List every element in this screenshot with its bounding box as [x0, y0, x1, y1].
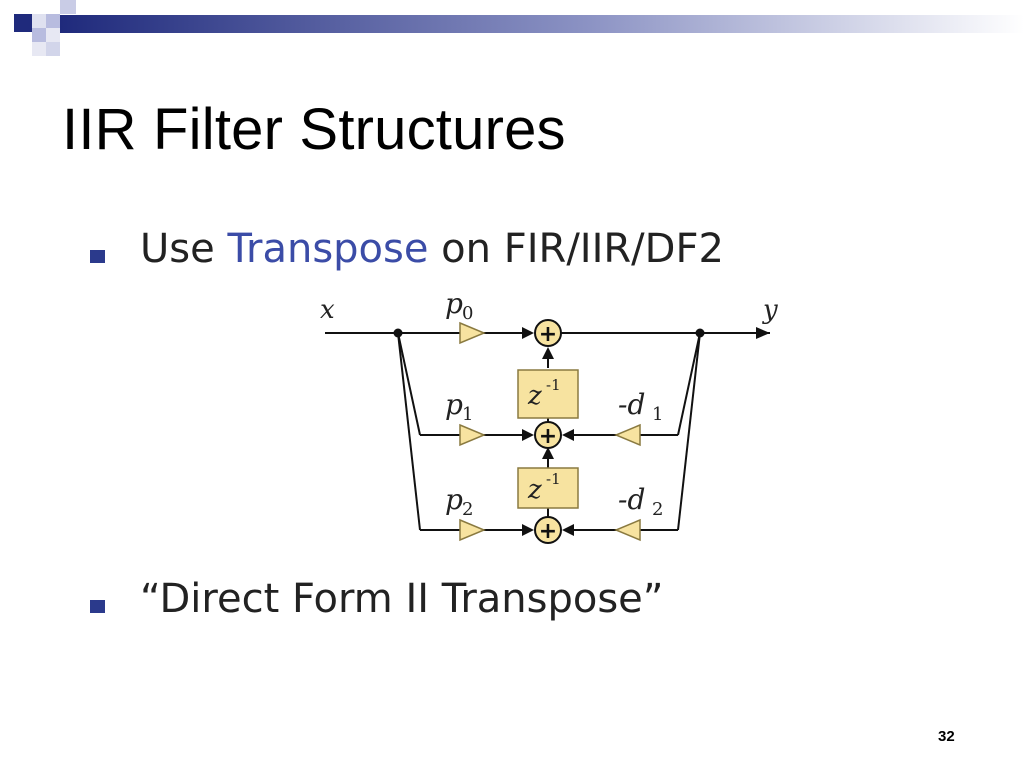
bullet-prefix: Use — [140, 226, 228, 272]
adder-0: + — [534, 319, 562, 347]
gain-d2-triangle — [614, 518, 641, 542]
df2-transpose-diagram: z -1 z -1 + + + x y p 0 p 1 p 2 -d 1 -d … — [320, 290, 778, 544]
output-label: y — [762, 295, 778, 325]
bullet-square-icon — [90, 600, 105, 613]
split-node — [393, 328, 403, 338]
svg-text:p: p — [445, 388, 463, 421]
svg-text:2: 2 — [462, 499, 473, 520]
gain-label-p0: p 0 — [445, 290, 473, 324]
page-number: 32 — [938, 728, 955, 745]
gain-label-d2: -d 2 — [618, 483, 663, 520]
svg-text:1: 1 — [462, 404, 473, 425]
delay-block-1: z -1 — [517, 369, 579, 419]
adder-sign: + — [539, 322, 557, 347]
delay-exponent: -1 — [546, 470, 561, 488]
gain-p1-triangle — [459, 423, 486, 447]
bullet-text: “Direct Form II Transpose” — [140, 576, 664, 622]
svg-text:p: p — [445, 290, 463, 320]
svg-text:-d: -d — [618, 388, 645, 421]
svg-text:p: p — [445, 483, 463, 516]
gain-label-d1: -d 1 — [618, 388, 663, 425]
delay-label: z — [527, 475, 542, 505]
input-label: x — [320, 295, 335, 325]
gain-d1-triangle — [614, 423, 641, 447]
gain-label-p1: p 1 — [445, 388, 473, 425]
gain-p0-triangle — [459, 321, 486, 345]
bullet-direct-form-ii-transpose: “Direct Form II Transpose” — [90, 574, 990, 634]
header-decoration — [14, 0, 1024, 56]
gain-p2-triangle — [459, 518, 486, 542]
output-arrow-icon — [756, 327, 770, 339]
bullet-accent-word: Transpose — [227, 226, 429, 272]
adder-1: + — [534, 421, 562, 449]
delay-block-2: z -1 — [517, 467, 579, 509]
delay-exponent: -1 — [546, 376, 561, 394]
svg-text:-d: -d — [618, 483, 645, 516]
bullet-suffix: on FIR/IIR/DF2 — [428, 226, 724, 272]
svg-text:0: 0 — [462, 303, 473, 324]
slide-title: IIR Filter Structures — [62, 97, 566, 162]
adder-2: + — [534, 516, 562, 544]
adder-sign: + — [539, 424, 557, 449]
adder-sign: + — [539, 519, 557, 544]
output-node — [695, 328, 705, 338]
svg-text:1: 1 — [652, 404, 663, 425]
delay-label: z — [527, 381, 542, 411]
svg-text:2: 2 — [652, 499, 663, 520]
bullet-square-icon — [90, 250, 105, 263]
gain-label-p2: p 2 — [445, 483, 473, 520]
bullet-use-transpose: Use Transpose on FIR/IIR/DF2 — [90, 226, 990, 286]
bullet-text: Use Transpose on FIR/IIR/DF2 — [140, 226, 724, 272]
